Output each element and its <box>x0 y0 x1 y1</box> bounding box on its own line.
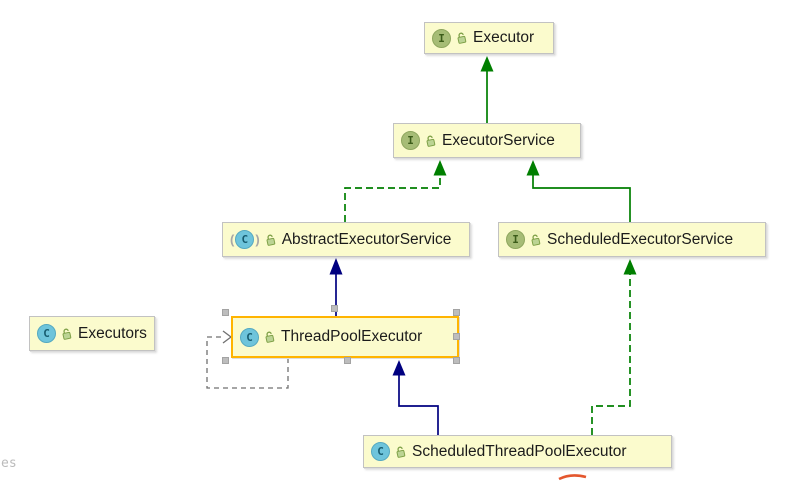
lock-icon <box>393 444 407 458</box>
selection-handle-bottom-mid[interactable] <box>344 357 351 364</box>
lock-icon <box>263 232 277 246</box>
lock-icon <box>262 330 276 344</box>
selection-handle-bottom-left[interactable] <box>222 357 229 364</box>
edge-abstractexecutorservice-implements-executorservice[interactable] <box>344 160 447 222</box>
clipped-text: es <box>1 456 17 471</box>
edge-scheduledthreadpoolexecutor-extends-threadpoolexecutor[interactable] <box>392 360 439 435</box>
abstract-class-icon: C <box>230 230 260 249</box>
edge-executorservice-extends-executor[interactable] <box>480 56 494 123</box>
node-scheduled-executor-service[interactable]: I ScheduledExecutorService <box>498 222 766 257</box>
selection-handle-top-mid[interactable] <box>331 305 338 312</box>
node-scheduled-thread-pool-executor[interactable]: C ScheduledThreadPoolExecutor <box>363 435 672 468</box>
edge-scheduledexecutorservice-extends-executorservice[interactable] <box>526 160 631 222</box>
node-label: ThreadPoolExecutor <box>281 328 423 345</box>
node-label: ExecutorService <box>442 131 555 149</box>
node-label: AbstractExecutorService <box>281 230 452 248</box>
node-executor[interactable]: I Executor <box>424 22 554 54</box>
class-icon: C <box>371 442 390 461</box>
interface-icon: I <box>506 230 525 249</box>
selection-handle-top-left[interactable] <box>222 309 229 316</box>
lock-icon <box>59 326 73 340</box>
node-label: Executor <box>473 29 535 46</box>
edge-scheduledthreadpoolexecutor-implements-scheduledexecutorservice[interactable] <box>591 259 637 435</box>
node-label: ScheduledThreadPoolExecutor <box>412 442 627 460</box>
node-thread-pool-executor[interactable]: C ThreadPoolExecutor <box>231 316 459 358</box>
lock-icon <box>528 232 542 246</box>
orange-marker <box>558 474 587 481</box>
selection-handle-bottom-right[interactable] <box>453 357 460 364</box>
class-icon: C <box>240 327 259 347</box>
node-abstract-executor-service[interactable]: C AbstractExecutorService <box>222 222 470 257</box>
class-icon: C <box>37 324 56 343</box>
interface-icon: I <box>401 131 420 150</box>
selection-handle-right-mid[interactable] <box>453 333 460 340</box>
lock-icon <box>454 31 468 45</box>
node-executors[interactable]: C Executors <box>29 316 155 351</box>
node-label: Executors <box>78 324 147 342</box>
lock-icon <box>423 133 437 147</box>
node-label: ScheduledExecutorService <box>547 230 734 248</box>
node-executor-service[interactable]: I ExecutorService <box>393 123 581 158</box>
interface-icon: I <box>432 28 451 48</box>
selection-handle-top-right[interactable] <box>453 309 460 316</box>
